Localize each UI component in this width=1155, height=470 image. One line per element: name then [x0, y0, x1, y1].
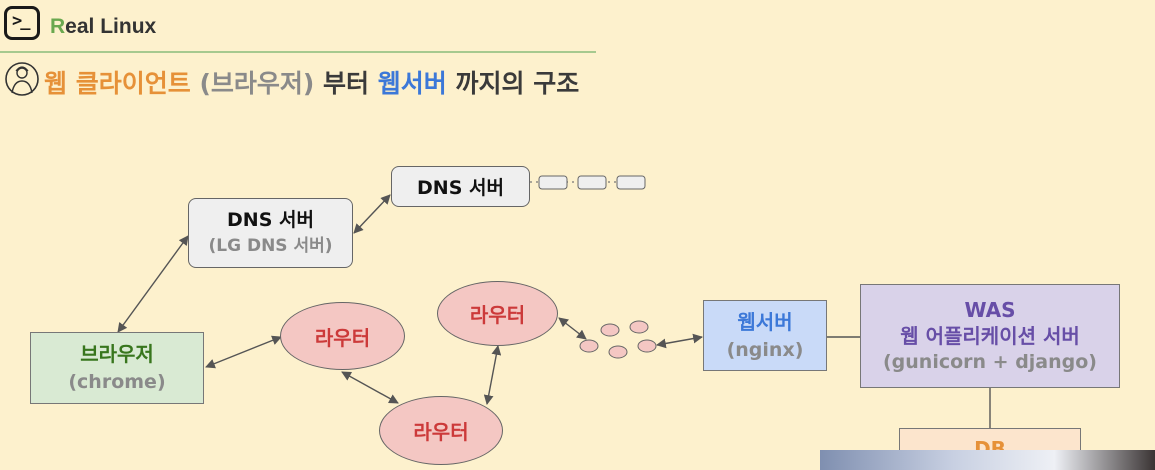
dns-chain-box-3 [616, 175, 646, 190]
brand-rest: eal Linux [65, 15, 157, 38]
page-title: 웹 클라이언트 (브라우저) 부터 웹서버 까지의 구조 [44, 64, 579, 100]
dns-chain-box-2 [577, 175, 607, 190]
title-part-structure: 까지의 구조 [455, 69, 580, 98]
cluster-node [600, 323, 620, 337]
was-label: WAS [964, 298, 1016, 322]
was-label-2: 웹 어플리케이션 서버 [900, 324, 1080, 348]
title-part-from: 부터 [323, 69, 370, 98]
edge-router2-cluster [558, 317, 587, 340]
cluster-node [637, 339, 657, 353]
router-2: 라우터 [437, 281, 558, 346]
title-part-browser: (브라우저) [199, 69, 315, 98]
router-3-label: 라우터 [413, 420, 469, 444]
router-3: 라우터 [379, 396, 503, 465]
router-1-label: 라우터 [314, 325, 371, 350]
router-1: 라우터 [280, 302, 405, 370]
presenter-video-overlay [820, 450, 1155, 470]
edge-dns-dns [353, 194, 391, 234]
logo-glyph: >_ [12, 11, 31, 31]
dns-local-label: DNS 서버 [227, 209, 314, 231]
header-divider [0, 51, 596, 53]
edge-cluster-webserver [656, 333, 703, 349]
dns-chain-box-1 [538, 175, 568, 190]
dns-server-main: DNS 서버 [391, 166, 530, 207]
was-node: WAS 웹 어플리케이션 서버 (gunicorn + django) [860, 284, 1120, 388]
terminal-icon: >_ [4, 6, 40, 40]
browser-sub: (chrome) [68, 371, 166, 393]
cluster-node [629, 320, 649, 334]
title-part-client: 웹 클라이언트 [44, 69, 191, 98]
edge-browser-dns [117, 235, 189, 333]
router-2-label: 라우터 [469, 303, 526, 327]
user-avatar-icon [5, 62, 39, 96]
edge-browser-router1 [205, 335, 282, 369]
webserver-sub: (nginx) [726, 338, 804, 361]
webserver-label: 웹서버 [737, 309, 793, 334]
cluster-node [579, 339, 599, 353]
browser-node: 브라우저 (chrome) [30, 332, 204, 404]
title-part-webserver: 웹서버 [377, 69, 447, 98]
router-cluster [579, 320, 657, 359]
edge-router1-router3 [341, 371, 399, 404]
browser-label: 브라우저 [80, 342, 154, 366]
brand-title: Real Linux [50, 15, 156, 39]
webserver-node: 웹서버 (nginx) [703, 300, 827, 371]
dns-local-sub: (LG DNS 서버) [208, 236, 333, 256]
was-sub: (gunicorn + django) [882, 351, 1097, 373]
dns-main-label: DNS 서버 [417, 177, 504, 199]
cluster-node [608, 345, 628, 359]
brand-first-letter: R [50, 15, 66, 38]
edge-router3-router2 [483, 345, 502, 405]
dns-server-local: DNS 서버 (LG DNS 서버) [188, 198, 353, 268]
